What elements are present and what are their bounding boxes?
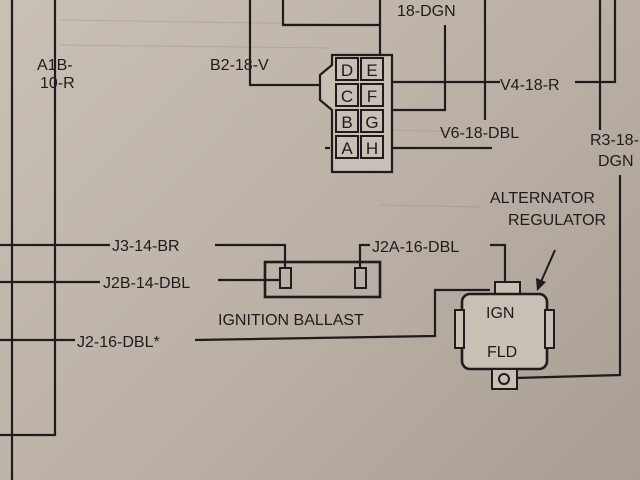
- pin-f: F: [367, 87, 377, 106]
- alternator-regulator-block: [454, 249, 556, 390]
- pin-a: A: [341, 139, 353, 158]
- a1b-wire: [0, 0, 57, 437]
- ignition-ballast-block: [263, 260, 382, 299]
- regulator-arrow: [539, 249, 556, 285]
- pin-e: E: [366, 61, 377, 80]
- regulator-label-line2: REGULATOR: [508, 212, 606, 229]
- label-a1b-top: A1B-: [37, 57, 73, 74]
- regulator-arrowhead: [536, 278, 546, 291]
- ignition-ballast-label: IGNITION BALLAST: [218, 312, 364, 329]
- j2a-wire-left: [358, 243, 370, 268]
- background-grid: [59, 19, 481, 208]
- top-loop-wire: [281, 0, 382, 27]
- label-r3-bottom: DGN: [598, 153, 634, 170]
- pin-b: B: [341, 113, 352, 132]
- r3-wire-fld: [514, 175, 622, 380]
- label-j3: J3-14-BR: [112, 238, 180, 255]
- pin-c: C: [341, 87, 353, 106]
- connector-block: D E C F B G A H: [318, 53, 394, 174]
- j2a-wire-right: [490, 243, 507, 285]
- terminal-ign-label: IGN: [486, 305, 514, 322]
- regulator-label-line1: ALTERNATOR: [490, 190, 595, 207]
- j2-wire-right: [194, 288, 490, 342]
- label-v4: V4-18-R: [500, 77, 560, 94]
- j3-wire-right: [215, 243, 287, 268]
- label-a1b-bottom: 10-R: [40, 75, 75, 92]
- dgn-wire: [385, 25, 447, 112]
- label-v6: V6-18-DBL: [440, 125, 519, 142]
- label-j2: J2-16-DBL*: [77, 334, 160, 351]
- b2-wire: [248, 0, 330, 87]
- pin-h: H: [366, 139, 378, 158]
- label-b2: B2-18-V: [210, 57, 269, 74]
- v4-wire-right: [575, 0, 617, 84]
- label-j2b: J2B-14-DBL: [103, 275, 190, 292]
- wires: [0, 0, 622, 480]
- label-18-dgn: 18-DGN: [397, 3, 456, 20]
- pin-d: D: [341, 61, 353, 80]
- pin-g: G: [365, 113, 378, 132]
- label-j2a: J2A-16-DBL: [372, 239, 459, 256]
- terminal-fld-label: FLD: [487, 344, 517, 361]
- label-r3-top: R3-18-: [590, 132, 639, 149]
